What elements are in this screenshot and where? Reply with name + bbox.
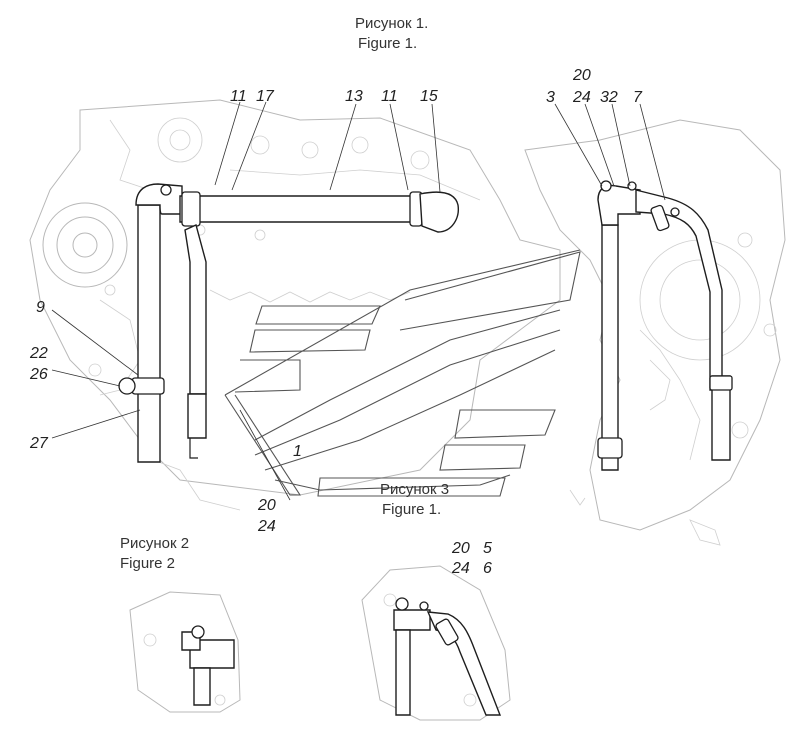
figure3-title-ru: Рисунок 3 <box>380 481 449 498</box>
callout-27: 27 <box>29 435 49 452</box>
callout-5: 5 <box>483 540 492 557</box>
callout-9: 9 <box>36 299 45 316</box>
leader-lines <box>51 101 666 501</box>
figure1-title-ru: Рисунок 1. <box>355 15 428 32</box>
callout-3: 3 <box>546 89 555 106</box>
figure2-title-ru: Рисунок 2 <box>120 535 189 552</box>
callout-24: 24 <box>572 89 591 106</box>
callout-11: 11 <box>381 88 398 105</box>
callout-7: 7 <box>633 89 643 106</box>
figure2-title-en: Figure 2 <box>120 555 175 572</box>
zoom-indicator-lines <box>224 249 581 497</box>
callout-6: 6 <box>483 560 492 577</box>
pipe-assembly-left <box>118 183 459 463</box>
figure3-title-en: Figure 1. <box>382 501 441 518</box>
callout-24: 24 <box>451 560 470 577</box>
engine-background-right <box>524 119 786 546</box>
callout-11: 11 <box>230 88 247 105</box>
pipe-assembly-right <box>597 180 733 471</box>
figure3-inset <box>361 565 511 721</box>
callout-20: 20 <box>257 497 276 514</box>
callout-26: 26 <box>29 366 48 383</box>
callout-1: 1 <box>293 443 302 460</box>
callout-17: 17 <box>256 88 275 105</box>
callout-20: 20 <box>451 540 470 557</box>
callout-20: 20 <box>572 67 591 84</box>
callout-24: 24 <box>257 518 276 535</box>
figure1-title-en: Figure 1. <box>358 35 417 52</box>
figure2-inset <box>129 591 241 713</box>
engine-background-left <box>29 99 561 511</box>
callout-13: 13 <box>345 88 363 105</box>
callout-32: 32 <box>600 89 618 106</box>
callout-22: 22 <box>29 345 48 362</box>
callout-15: 15 <box>420 88 438 105</box>
